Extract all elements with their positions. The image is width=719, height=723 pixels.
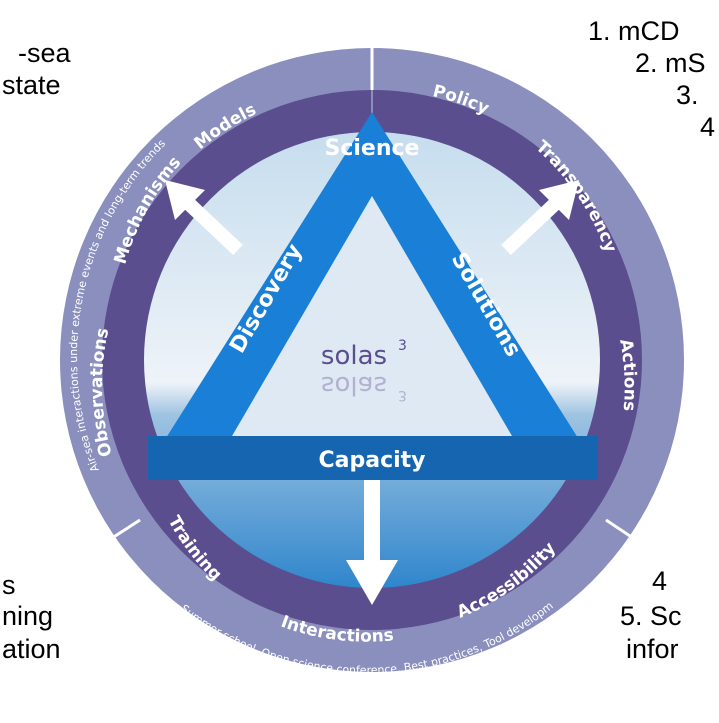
background-text-right-7: infor: [626, 634, 679, 664]
label-science: Science: [325, 136, 420, 161]
background-text-right-6: 5. Sc: [620, 601, 682, 631]
background-text-left-2: state: [2, 70, 61, 100]
background-text-left-3: s: [2, 570, 16, 600]
background-text-right-4: 4: [700, 112, 716, 142]
background-text-right-5: 4: [652, 566, 668, 596]
arrow-solutions: [501, 180, 579, 256]
solas-logo-reflection-superscript: 3: [398, 387, 407, 403]
solas-logo-superscript: 3: [398, 338, 407, 354]
background-text-left-5: ation: [2, 634, 61, 664]
arrow-discovery: [165, 180, 243, 256]
separator-bottom-left: [77, 518, 141, 562]
separator-bottom-right: [605, 518, 667, 562]
capacity-bar: [148, 436, 598, 480]
solas-logo: solas: [321, 341, 387, 371]
label-capacity: Capacity: [318, 448, 425, 473]
background-text-right-3: 3.: [676, 80, 699, 110]
background-text-right-2: 2. mS: [635, 48, 706, 78]
solas-logo-reflection: solas 3: [321, 370, 407, 403]
background-text-left-1: -sea: [18, 38, 71, 68]
background-text-right-1: 1. mCD: [588, 16, 680, 46]
background-text-left-4: ning: [2, 601, 54, 631]
arrow-capacity: [346, 470, 398, 605]
solas-logo-reflection-text: solas: [321, 370, 387, 400]
triangle-inner: [232, 196, 512, 436]
